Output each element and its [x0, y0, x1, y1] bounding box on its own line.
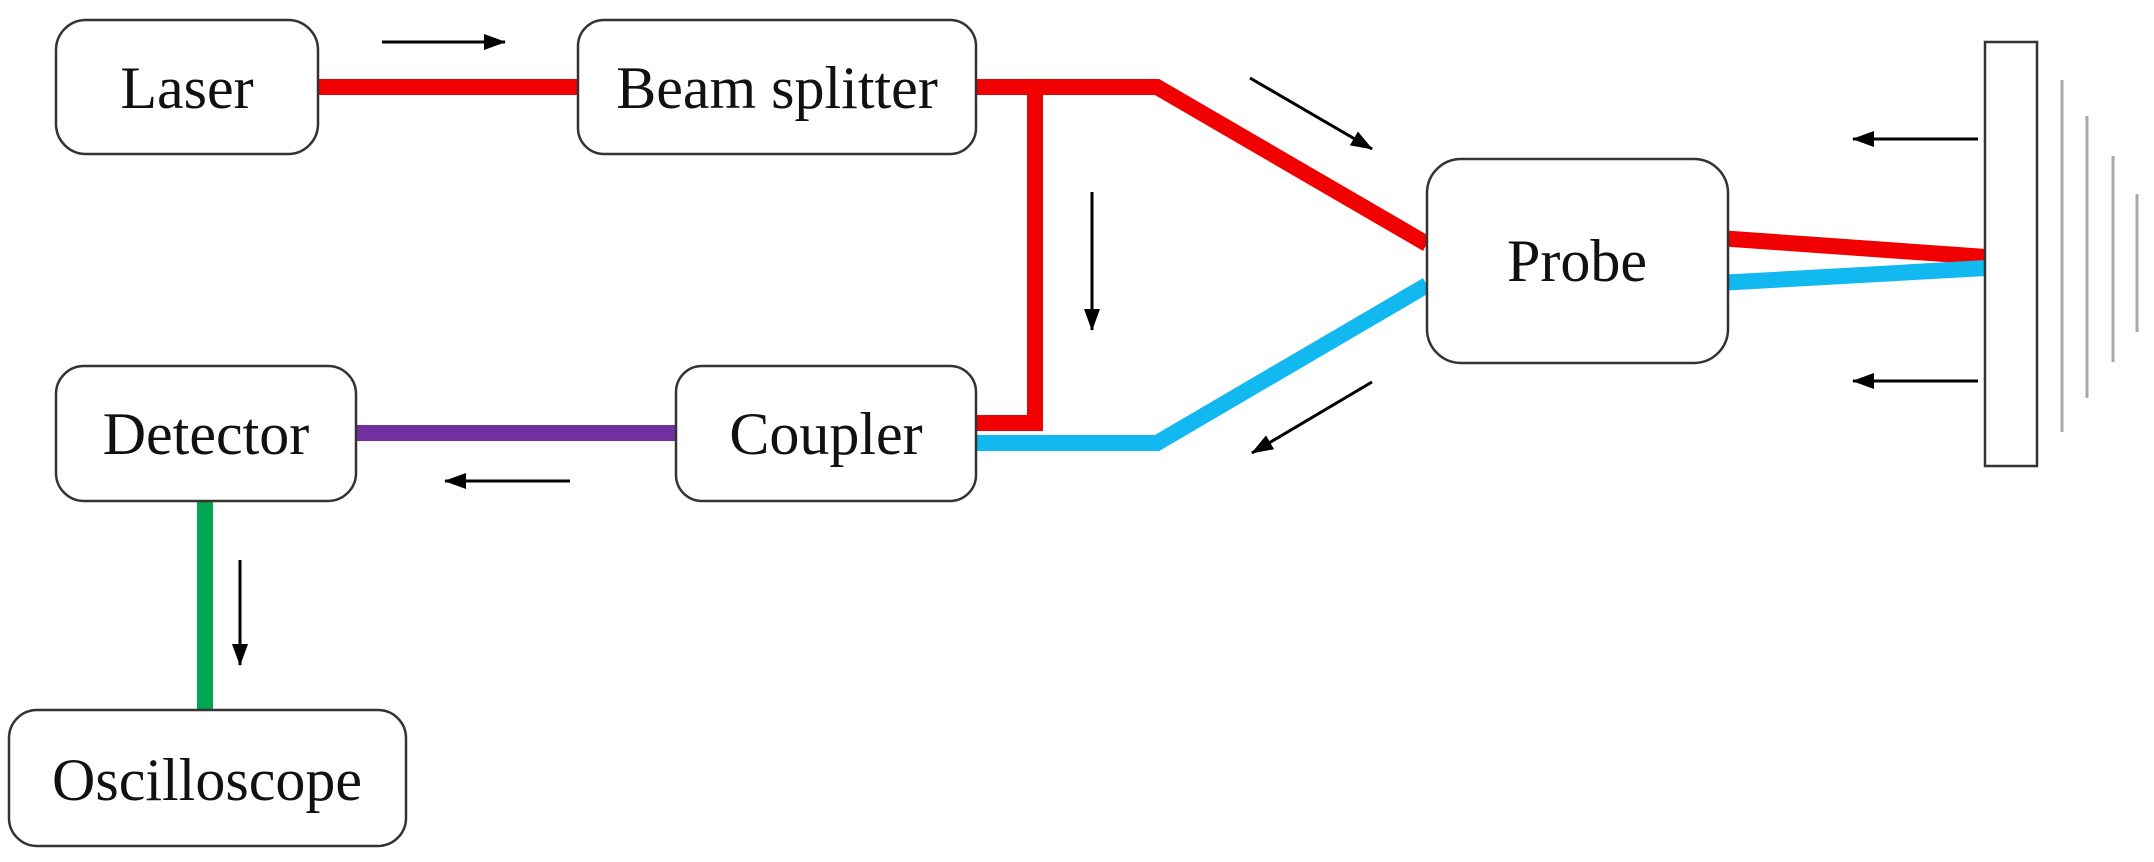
beam-splitter-node: Beam splitter	[576, 18, 978, 156]
detector-node: Detector	[54, 364, 358, 503]
coupler-label: Coupler	[729, 401, 922, 467]
splitter-to-coupler-fiber	[976, 87, 1043, 431]
arrow-down-left-icon	[1251, 380, 1373, 455]
detector-label: Detector	[103, 401, 310, 467]
laser-label: Laser	[120, 55, 253, 121]
probe-node: Probe	[1425, 157, 1730, 365]
splitter-to-probe-fiber	[976, 79, 1432, 251]
target-to-probe-beam	[1717, 260, 1987, 291]
arrow-down-right-icon	[1249, 76, 1373, 151]
beam-splitter-label: Beam splitter	[616, 55, 938, 121]
target-reflector	[1983, 40, 2039, 468]
oscilloscope-node: Oscilloscope	[7, 708, 408, 848]
coupler-node: Coupler	[674, 364, 978, 503]
laser-node: Laser	[54, 18, 320, 156]
probe-to-target-beam	[1717, 230, 1987, 265]
probe-to-coupler-fiber	[976, 278, 1432, 451]
oscilloscope-label: Oscilloscope	[52, 747, 362, 813]
probe-label: Probe	[1507, 228, 1647, 294]
